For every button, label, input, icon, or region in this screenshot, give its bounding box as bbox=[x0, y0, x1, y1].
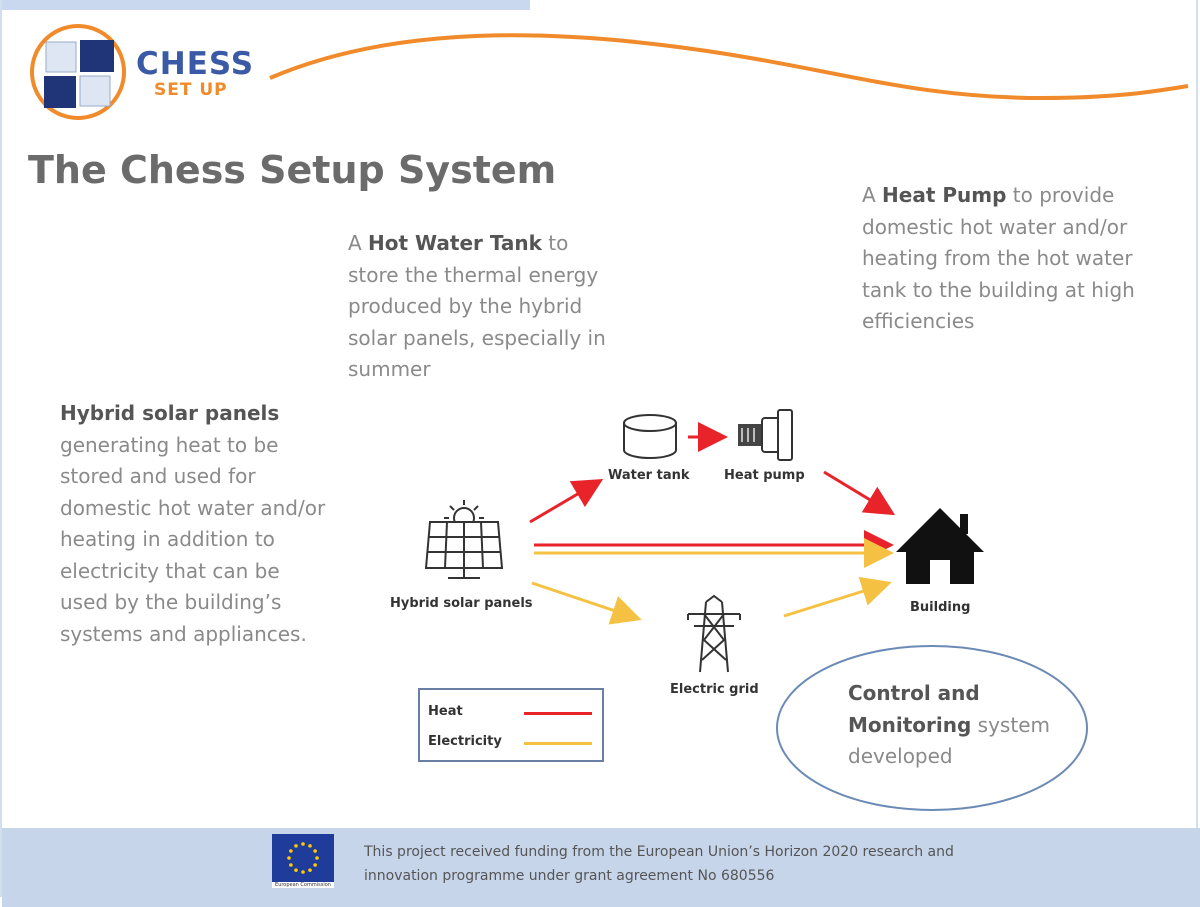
logo-text-chess: CHESS bbox=[136, 46, 255, 82]
eu-star bbox=[315, 856, 319, 860]
eu-star bbox=[313, 863, 317, 867]
heat-pump-description: A Heat Pump to provide domestic hot wate… bbox=[862, 183, 1135, 333]
building-icon bbox=[896, 508, 984, 584]
heat-pump-label: Heat pump bbox=[724, 468, 805, 483]
electricity-arrow-solar-to-grid bbox=[531, 581, 642, 625]
eu-star bbox=[313, 849, 317, 853]
eu-star bbox=[308, 868, 312, 872]
funding-notice: This project received funding from the E… bbox=[364, 844, 954, 884]
control-system-ellipse bbox=[776, 645, 1088, 811]
logo-icon bbox=[30, 24, 126, 120]
electricity-arrow-grid-to-building bbox=[783, 576, 892, 618]
solar-panel-icon bbox=[424, 500, 504, 579]
legend-electricity-line bbox=[524, 742, 592, 745]
legend: Heat Electricity bbox=[418, 688, 604, 762]
control-monitoring-description: Control and Monitoring system developed bbox=[848, 681, 1050, 768]
water-tank-label: Water tank bbox=[608, 468, 690, 483]
electric-grid-label: Electric grid bbox=[670, 682, 759, 697]
logo-text-setup: SET UP bbox=[154, 80, 228, 100]
eu-flag-icon bbox=[272, 834, 334, 882]
top-bar bbox=[0, 0, 530, 10]
eu-star bbox=[287, 856, 291, 860]
eu-star bbox=[294, 844, 298, 848]
legend-heat-line bbox=[524, 712, 592, 715]
legend-heat-label: Heat bbox=[428, 704, 463, 719]
eu-star bbox=[301, 870, 305, 874]
header-swoosh bbox=[269, 33, 1189, 101]
hot-water-tank-description: A Hot Water Tank to store the thermal en… bbox=[348, 231, 606, 381]
eu-star bbox=[294, 868, 298, 872]
legend-electricity-label: Electricity bbox=[428, 734, 502, 749]
eu-star bbox=[301, 842, 305, 846]
eu-caption: European Commission bbox=[272, 882, 334, 888]
heat-arrow-solar-to-tank bbox=[529, 478, 604, 524]
solar-panels-description: Hybrid solar panels generating heat to b… bbox=[60, 401, 326, 646]
eu-star bbox=[308, 844, 312, 848]
water-tank-icon bbox=[623, 414, 677, 459]
page-title: The Chess Setup System bbox=[28, 148, 557, 192]
heat-arrow-pump-to-building bbox=[823, 470, 896, 516]
electric-grid-icon bbox=[687, 594, 741, 673]
chess-setup-logo: CHESS SET UP bbox=[30, 20, 270, 130]
solar-panels-label: Hybrid solar panels bbox=[390, 596, 533, 611]
footer: European Commission This project receive… bbox=[2, 828, 1200, 907]
heat-pump-icon bbox=[738, 409, 793, 461]
building-label: Building bbox=[910, 600, 971, 615]
eu-star bbox=[289, 849, 293, 853]
eu-star bbox=[289, 863, 293, 867]
